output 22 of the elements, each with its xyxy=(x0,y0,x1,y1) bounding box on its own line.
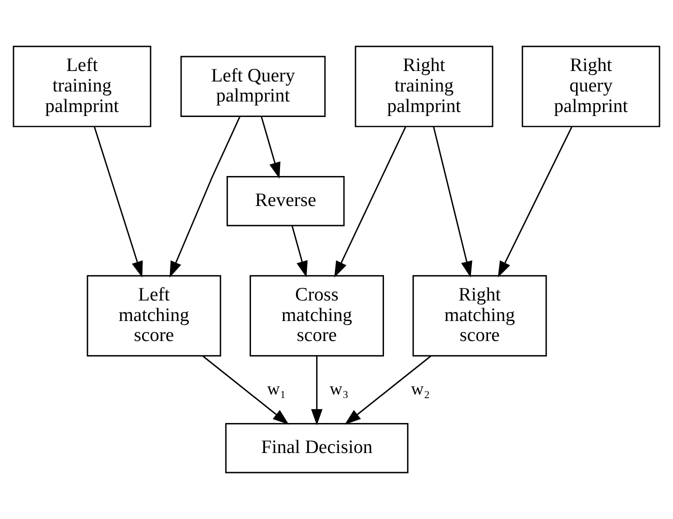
node-box: Left matching score xyxy=(86,275,222,357)
edge-label: w₂ xyxy=(411,378,430,398)
arrow xyxy=(94,126,143,278)
node-box: Left Query palmprint xyxy=(180,56,326,117)
arrow xyxy=(334,126,406,278)
arrow xyxy=(311,356,323,426)
node-box: Right query palmprint xyxy=(522,46,660,128)
edge-label: w₁ xyxy=(267,378,286,398)
node-box: Right matching score xyxy=(412,275,547,357)
node-box: Left training palmprint xyxy=(12,46,152,128)
node-box: Right training palmprint xyxy=(354,46,494,128)
arrow xyxy=(202,356,289,425)
arrow xyxy=(291,226,308,278)
node-box: Cross matching score xyxy=(250,275,384,357)
node-box: Final Decision xyxy=(225,423,408,474)
arrow xyxy=(498,126,572,278)
edge-label: w₃ xyxy=(330,378,348,398)
arrow xyxy=(260,116,280,179)
arrow xyxy=(170,116,241,278)
arrow xyxy=(432,126,472,278)
node-box: Reverse xyxy=(226,176,345,226)
arrow xyxy=(344,356,432,425)
